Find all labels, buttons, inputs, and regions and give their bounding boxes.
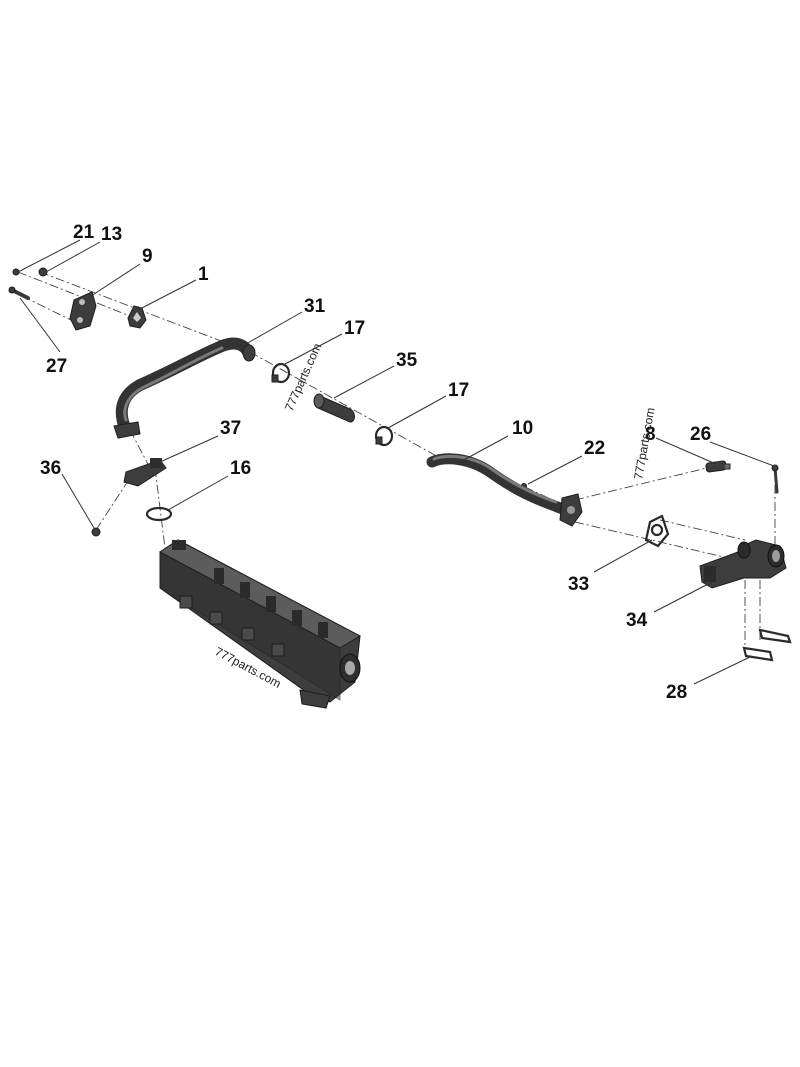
egr-valve-34 bbox=[699, 539, 787, 589]
callout-36: 36 bbox=[40, 458, 61, 479]
clamp-17-upper bbox=[271, 362, 291, 384]
callout-21: 21 bbox=[73, 222, 95, 243]
mount-37 bbox=[123, 458, 167, 487]
clamp-1 bbox=[127, 305, 147, 329]
sensor-8 bbox=[705, 460, 731, 473]
bracket-9 bbox=[69, 291, 97, 331]
callout-13: 13 bbox=[101, 224, 122, 245]
nut-36 bbox=[91, 527, 101, 537]
callout-17-lower: 17 bbox=[448, 380, 469, 401]
egr-cooler bbox=[159, 539, 362, 709]
gaskets-28 bbox=[742, 628, 792, 662]
callout-34: 34 bbox=[626, 610, 648, 631]
callout-22: 22 bbox=[584, 438, 605, 459]
callout-33: 33 bbox=[568, 574, 589, 595]
callout-16: 16 bbox=[230, 458, 251, 479]
clamp-17-lower bbox=[374, 425, 394, 447]
pipe-10 bbox=[426, 453, 583, 527]
callout-labels: 21 13 9 1 27 31 17 35 17 37 36 16 10 22 … bbox=[40, 222, 711, 703]
hose-35 bbox=[313, 393, 355, 423]
callout-26: 26 bbox=[690, 424, 711, 445]
callout-1: 1 bbox=[198, 264, 209, 285]
gasket-33 bbox=[644, 514, 670, 548]
fastener-13 bbox=[38, 267, 48, 277]
bolt-26 bbox=[771, 464, 779, 494]
callout-9: 9 bbox=[142, 246, 153, 267]
callout-35: 35 bbox=[396, 350, 418, 371]
callout-28: 28 bbox=[666, 682, 687, 703]
callout-17-upper: 17 bbox=[344, 318, 365, 339]
leader-lines bbox=[17, 239, 775, 685]
pipe-31 bbox=[113, 337, 256, 439]
alignment-lines bbox=[17, 271, 776, 650]
callout-31: 31 bbox=[304, 296, 326, 317]
callout-37: 37 bbox=[220, 418, 241, 439]
gasket-16 bbox=[145, 506, 173, 522]
callout-8: 8 bbox=[645, 424, 656, 445]
callout-27: 27 bbox=[46, 356, 67, 377]
callout-10: 10 bbox=[512, 418, 533, 439]
stud-27 bbox=[8, 286, 30, 300]
